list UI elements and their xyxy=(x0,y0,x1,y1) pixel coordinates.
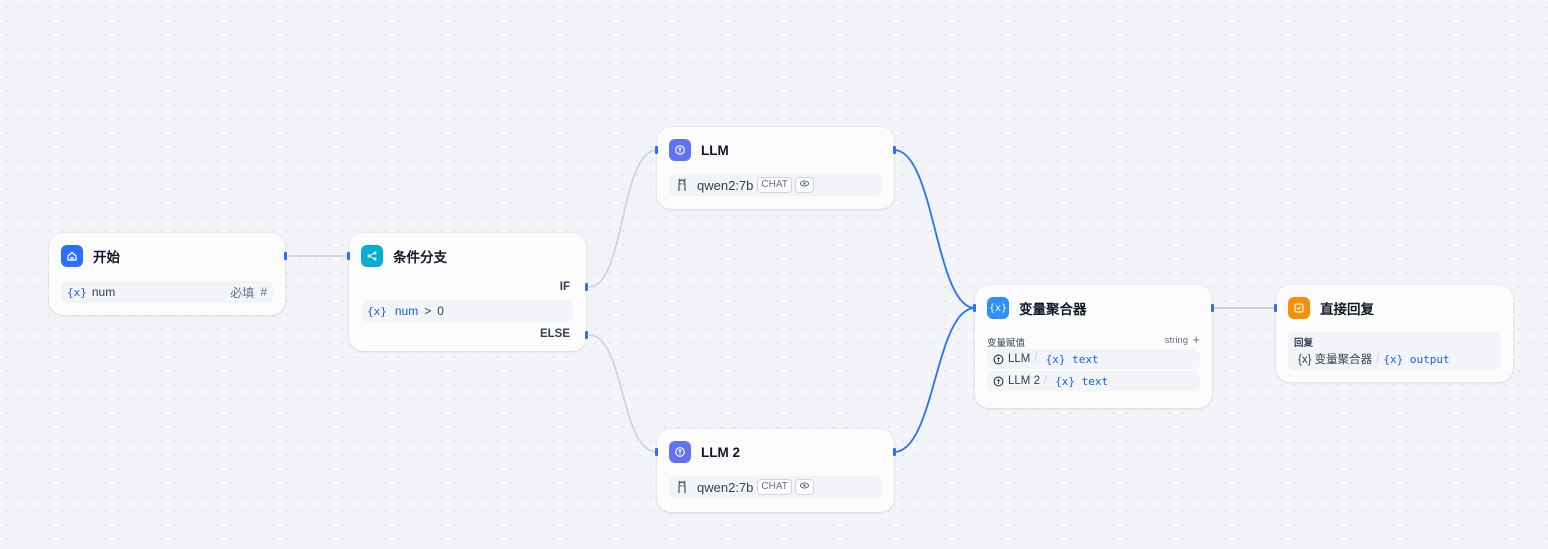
if-output-handle[interactable] xyxy=(585,283,588,291)
number-type-icon: # xyxy=(260,285,267,299)
aggregator-item-separator: / xyxy=(1034,353,1038,365)
if-else-node-title: 条件分支 xyxy=(393,250,447,265)
llm2-output-handle[interactable] xyxy=(893,448,896,456)
answer-node[interactable]: 直接回复 回复 {x} 变量聚合器 / {x} output xyxy=(1274,285,1513,382)
add-variable-button[interactable]: + xyxy=(1192,332,1200,347)
reply-ref-variable: {x} output xyxy=(1383,352,1450,366)
start-node-title: 开始 xyxy=(93,250,120,265)
edge-else-to-llm2 xyxy=(588,334,658,453)
llm2-model-name: qwen2:7b xyxy=(697,479,754,495)
if-else-node[interactable]: 条件分支 IF {x} num > 0 ELSE xyxy=(347,233,588,351)
llm-node[interactable]: LLM qwen2:7b CHAT xyxy=(655,127,896,209)
start-output-handle[interactable] xyxy=(284,252,287,260)
start-node[interactable]: 开始 {x} num 必填 # xyxy=(49,233,287,315)
answer-node-title: 直接回复 xyxy=(1320,302,1374,317)
llm-output-handle[interactable] xyxy=(893,146,896,154)
llm-brain-icon xyxy=(993,354,1004,365)
edge-llm-to-aggregator xyxy=(893,149,976,309)
aggregator-node-title: 变量聚合器 xyxy=(1019,302,1087,317)
aggregator-item-source: LLM 2 xyxy=(1008,375,1040,387)
aggregator-item-llm[interactable]: LLM / {x} text xyxy=(987,349,1200,369)
llm2-input-handle[interactable] xyxy=(655,448,658,456)
llm2-node[interactable]: LLM 2 qwen2:7b CHAT xyxy=(655,429,896,512)
aggregator-item-variable: {x} text xyxy=(1045,352,1099,366)
edge-llm2-to-aggregator xyxy=(893,307,976,453)
reply-ref-node: {x} 变量聚合器 xyxy=(1298,354,1373,366)
start-variable-name: num xyxy=(91,285,116,299)
llm-model-row[interactable]: qwen2:7b CHAT xyxy=(669,174,882,196)
aggregator-item-separator: / xyxy=(1043,375,1048,387)
variable-aggregator-node[interactable]: {x} 变量聚合器 变量赋值 string + LLM / {x} text L… xyxy=(973,285,1214,408)
variable-icon: {x} xyxy=(987,297,1009,319)
condition-variable: num xyxy=(394,304,419,318)
aggregator-item-source: LLM xyxy=(1008,353,1031,365)
llama-icon xyxy=(675,178,689,192)
aggregator-input-handle[interactable] xyxy=(973,304,976,312)
variable-icon: {x} xyxy=(67,285,87,299)
variable-assign-label: 变量赋值 xyxy=(987,338,1026,349)
reply-separator: / xyxy=(1376,353,1380,365)
variable-icon: {x} xyxy=(367,304,387,318)
if-branch-label: IF xyxy=(559,281,570,293)
reply-icon xyxy=(1288,297,1310,319)
output-type-label: string xyxy=(1164,335,1188,346)
if-else-input-handle[interactable] xyxy=(347,252,350,260)
llm-brain-icon xyxy=(993,376,1004,387)
aggregator-item-llm2[interactable]: LLM 2 / {x} text xyxy=(987,371,1200,391)
required-label: 必填 xyxy=(230,285,255,300)
answer-input-handle[interactable] xyxy=(1274,304,1277,312)
edge-if-to-llm xyxy=(588,149,658,288)
llm2-node-title: LLM 2 xyxy=(701,444,740,460)
llm-model-name: qwen2:7b xyxy=(697,177,754,193)
llm-brain-icon xyxy=(669,139,691,161)
llm2-model-row[interactable]: qwen2:7b CHAT xyxy=(669,476,881,498)
llm-input-handle[interactable] xyxy=(655,146,658,154)
else-branch-label: ELSE xyxy=(539,328,570,340)
chat-mode-tag: CHAT xyxy=(757,177,792,193)
eye-icon xyxy=(794,479,814,495)
start-variable-row[interactable]: {x} num 必填 # xyxy=(61,281,273,303)
answer-reply-box[interactable]: 回复 {x} 变量聚合器 / {x} output xyxy=(1288,332,1501,370)
aggregator-item-variable: {x} text xyxy=(1055,374,1109,388)
home-icon xyxy=(61,245,83,267)
condition-value: 0 xyxy=(437,304,444,318)
condition-operator: > xyxy=(424,304,432,318)
aggregator-output-handle[interactable] xyxy=(1211,304,1214,312)
chat-mode-tag: CHAT xyxy=(757,479,792,495)
llm-node-title: LLM xyxy=(701,142,729,158)
llama-icon xyxy=(675,480,689,494)
llm-brain-icon xyxy=(669,441,691,463)
else-output-handle[interactable] xyxy=(585,331,588,339)
branch-icon xyxy=(361,245,383,267)
condition-row[interactable]: {x} num > 0 xyxy=(361,300,573,322)
eye-icon xyxy=(794,177,814,193)
reply-label: 回复 xyxy=(1294,338,1314,349)
